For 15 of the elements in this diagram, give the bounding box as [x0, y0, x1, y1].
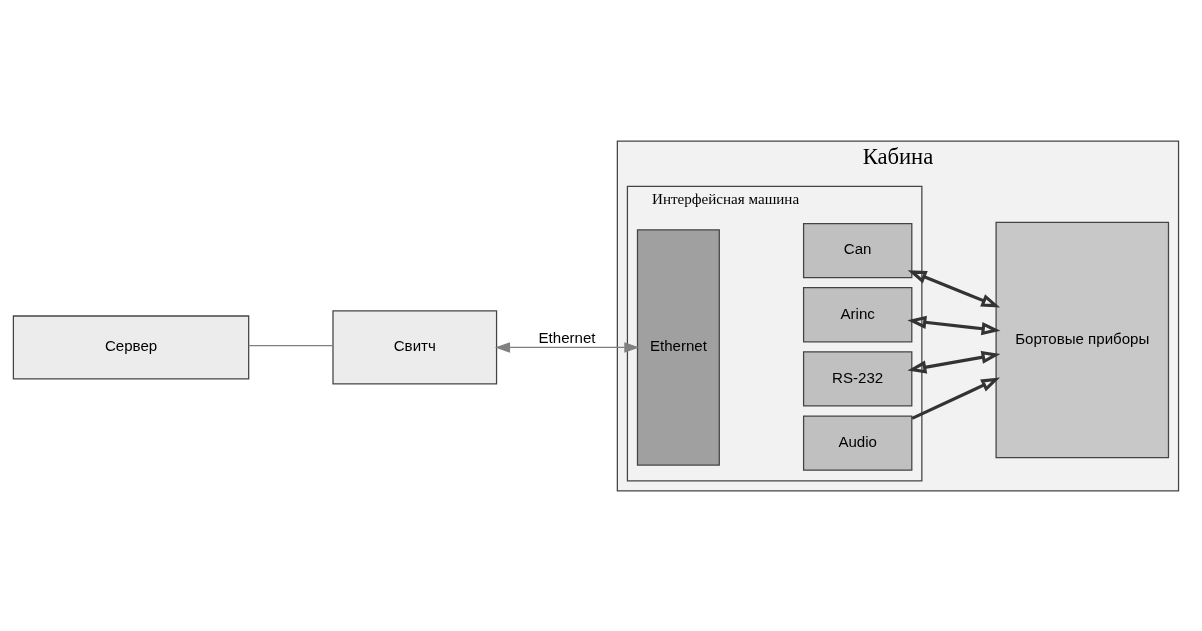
node-box: Бортовые приборы: [995, 221, 1170, 458]
edge-label: Ethernet: [538, 328, 596, 346]
node-box: Audio: [802, 414, 913, 471]
node-box: Сервер: [12, 314, 250, 380]
node-box: Can: [802, 222, 913, 278]
arrow: [907, 269, 1001, 307]
node-box: RS-232: [802, 350, 913, 407]
node-box: Ethernet: [636, 228, 720, 466]
node-box: Свитч: [332, 309, 498, 385]
arrow: [907, 315, 1001, 335]
connector: [248, 344, 334, 346]
arrow: [907, 350, 1001, 374]
arrow: [911, 377, 1001, 420]
node-box: Arinc: [802, 286, 913, 342]
arrow: [494, 341, 640, 353]
